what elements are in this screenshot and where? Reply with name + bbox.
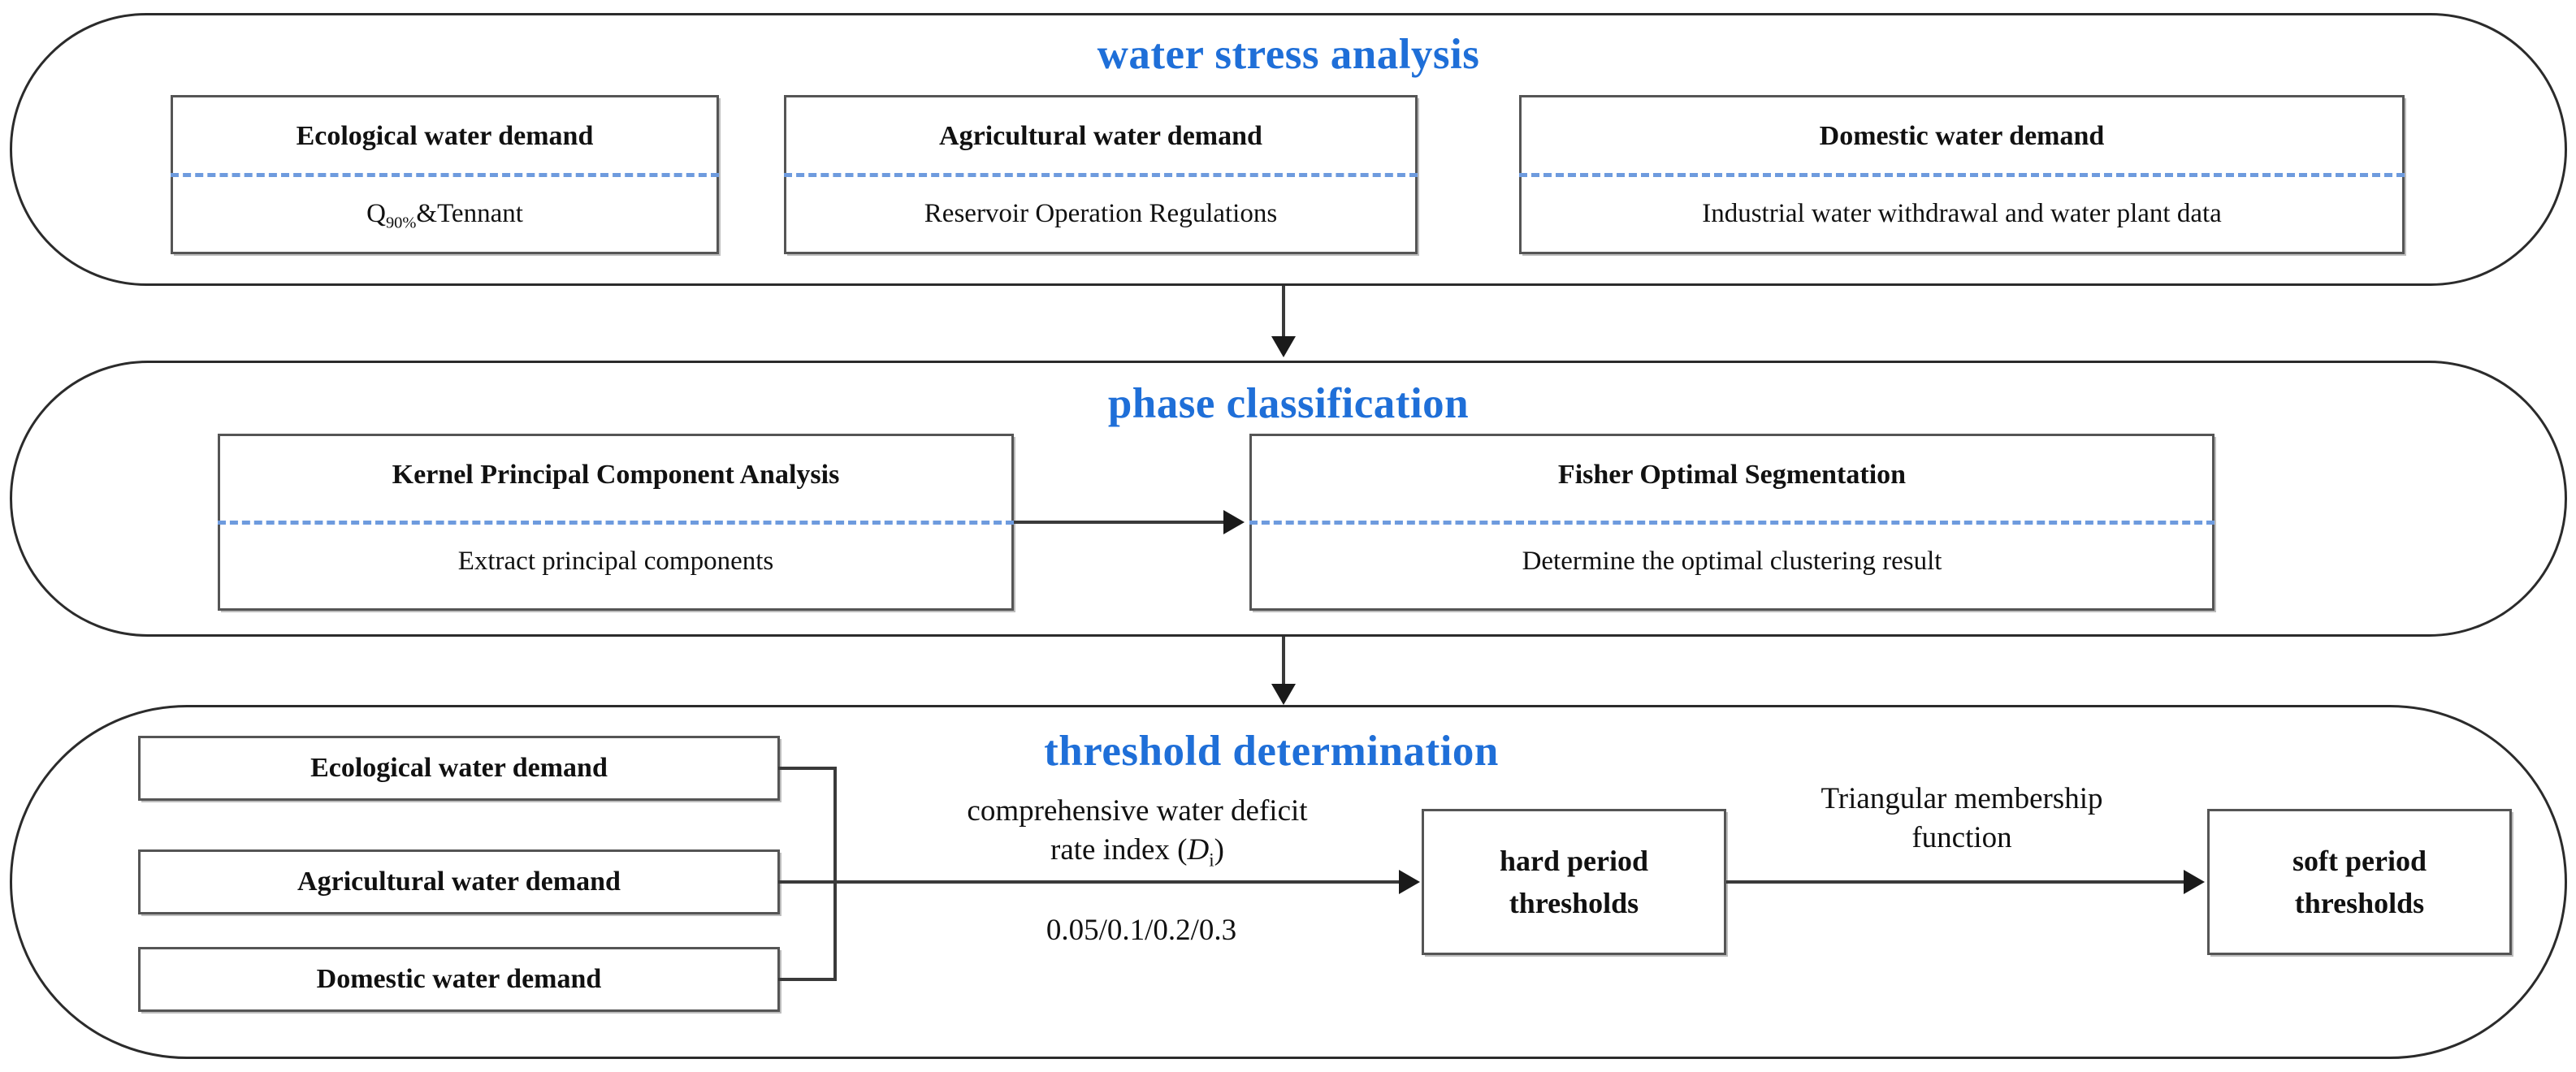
soft-line-1: soft period [2292,844,2427,877]
arrow-down-icon [1271,336,1296,357]
box-heading: Kernel Principal Component Analysis [392,460,840,490]
arrow-down-icon [1271,684,1296,705]
hard-line-2: thresholds [1509,887,1639,919]
bracket-stub-middle [778,880,837,884]
box-soft-period-thresholds: soft period thresholds [2207,809,2512,955]
box-heading: Ecological water demand [296,121,594,151]
membership-line-1: Triangular membership [1821,782,2103,815]
panel-water-stress-analysis: water stress analysis Ecological water d… [10,13,2567,286]
box-subtext: Q90%&Tennant [173,175,717,252]
q90-label: Q90%&Tennant [366,199,523,232]
box-label: Agricultural water demand [297,867,621,897]
box-agricultural-water-demand: Agricultural water demand Reservoir Oper… [784,95,1418,254]
box-label: soft period thresholds [2292,840,2427,924]
box-hard-period-thresholds: hard period thresholds [1422,809,1726,955]
dashed-divider [1249,521,2214,525]
box-heading: Domestic water demand [1819,121,2105,151]
bracket-spine [833,767,837,981]
bracket-stub-top [778,767,837,770]
cwdi-line-1: comprehensive water deficit [967,794,1308,828]
label-threshold-values: 0.05/0.1/0.2/0.3 [1046,914,1237,947]
box-subtext: Determine the optimal clustering result [1522,547,1942,576]
connector-hard-to-soft-period [1726,880,2185,884]
box-subtext: Extract principal components [457,547,774,576]
connector-panel2-panel3 [1282,637,1285,687]
panel-title-threshold-determination: threshold determination [1044,728,1499,775]
connector-panel1-panel2 [1282,286,1285,339]
box-label: Domestic water demand [316,964,602,994]
label-comprehensive-water-deficit-rate-index: comprehensive water deficit rate index (… [885,792,1389,872]
arrow-right-icon [1399,870,1420,894]
dashed-divider [218,521,1014,525]
box-domestic-water-demand: Domestic water demand Industrial water w… [1519,95,2405,254]
cwdi-line-2: rate index (Di) [1050,833,1224,871]
box-subtext: Industrial water withdrawal and water pl… [1702,199,2222,228]
connector-demands-to-hard-period [833,880,1402,884]
panel-title-water-stress-analysis: water stress analysis [1097,31,1480,78]
dashed-divider [784,173,1418,177]
dashed-divider [171,173,719,177]
box-subtext: Reservoir Operation Regulations [924,199,1278,228]
soft-line-2: thresholds [2294,887,2425,919]
membership-line-2: function [1911,821,2012,855]
box-ecological-water-demand-threshold: Ecological water demand [138,736,780,801]
bracket-stub-bottom [778,978,837,981]
hard-line-1: hard period [1499,844,1649,877]
box-agricultural-water-demand-threshold: Agricultural water demand [138,849,780,914]
box-kernel-principal-component-analysis: Kernel Principal Component Analysis Extr… [218,434,1014,611]
arrow-right-icon [1223,510,1245,534]
dashed-divider [1519,173,2405,177]
box-label: hard period thresholds [1500,840,1648,924]
box-heading: Fisher Optimal Segmentation [1557,460,1907,490]
label-triangular-membership-function: Triangular membership function [1730,780,2193,858]
arrow-right-icon [2184,870,2205,894]
connector-kpca-to-fisher [1014,521,1227,524]
box-heading: Agricultural water demand [939,121,1262,151]
box-domestic-water-demand-threshold: Domestic water demand [138,947,780,1012]
box-ecological-water-demand: Ecological water demand Q90%&Tennant [171,95,719,254]
box-label: Ecological water demand [310,753,608,783]
box-fisher-optimal-segmentation: Fisher Optimal Segmentation Determine th… [1249,434,2214,611]
panel-title-phase-classification: phase classification [1107,380,1470,427]
